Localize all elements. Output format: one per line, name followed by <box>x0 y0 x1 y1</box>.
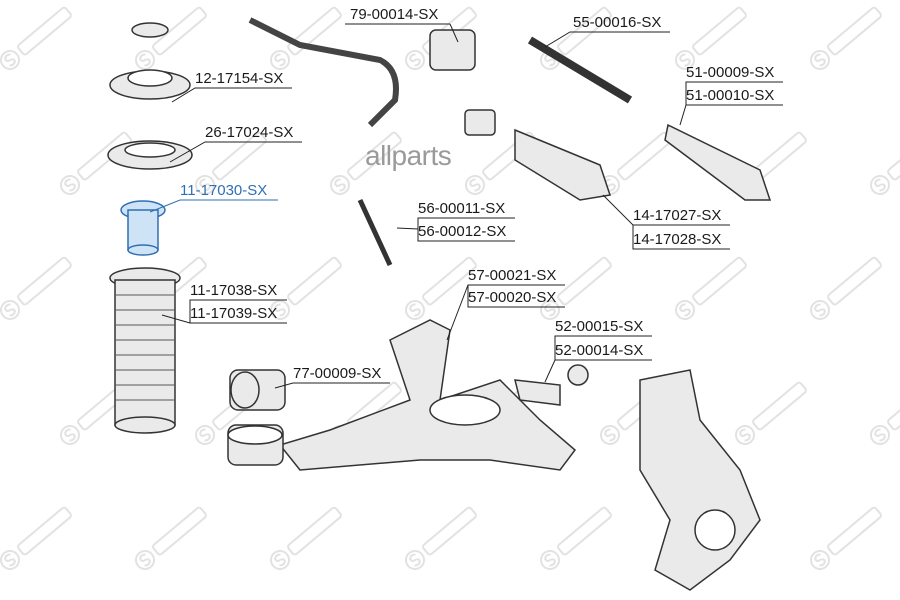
part-label-52-00015[interactable]: 52-00015-SX <box>555 318 644 335</box>
steering-boot-part <box>514 128 611 201</box>
part-label-55-00016[interactable]: 55-00016-SX <box>573 14 662 31</box>
bump-stop-part <box>120 200 166 256</box>
stellox-logo-stamp <box>405 256 477 320</box>
stellox-logo-stamp <box>270 506 342 570</box>
allparts-watermark: allparts <box>365 140 452 171</box>
washer-part <box>131 22 169 38</box>
part-label-56-00012[interactable]: 56-00012-SX <box>418 223 507 240</box>
stellox-logo-stamp <box>0 506 72 570</box>
stellox-logo-stamp <box>60 131 132 195</box>
dust-boot-part <box>109 267 181 434</box>
part-label-14-17028[interactable]: 14-17028-SX <box>633 231 722 248</box>
part-label-51-00010[interactable]: 51-00010-SX <box>686 87 775 104</box>
stellox-logo-stamp <box>810 506 882 570</box>
ball-joint-part <box>514 364 589 406</box>
part-label-11-17030-highlighted[interactable]: 11-17030-SX <box>180 182 268 199</box>
part-label-51-00009[interactable]: 51-00009-SX <box>686 64 775 81</box>
stellox-logo-stamp <box>135 6 207 70</box>
stabilizer-bushing-part <box>429 29 476 71</box>
tie-rod-part <box>527 36 633 104</box>
stellox-logo-stamp <box>195 131 267 195</box>
stellox-logo-stamp <box>330 131 402 195</box>
stellox-logo-stamp <box>540 506 612 570</box>
stellox-logo-stamp <box>675 256 747 320</box>
stellox-logo-stamp <box>135 506 207 570</box>
stellox-logo-stamp <box>810 6 882 70</box>
steering-knuckle-part <box>639 369 761 591</box>
bushing-large-part <box>227 424 284 466</box>
part-label-12-17154[interactable]: 12-17154-SX <box>195 70 284 87</box>
leader-lines <box>149 23 783 389</box>
stellox-logo-stamp <box>405 506 477 570</box>
control-arm-part <box>278 319 577 471</box>
part-label-11-17038[interactable]: 11-17038-SX <box>190 282 278 299</box>
stellox-logo-stamp <box>735 381 807 445</box>
stellox-logo-stamp <box>870 131 900 195</box>
stellox-logo-stamp <box>465 131 537 195</box>
stabilizer-link-part <box>357 198 393 267</box>
stellox-logo-stamp <box>0 256 72 320</box>
bushing-part <box>229 369 286 411</box>
part-label-57-00021[interactable]: 57-00021-SX <box>468 267 557 284</box>
part-label-77-00009[interactable]: 77-00009-SX <box>293 365 382 382</box>
stellox-logo-stamp <box>675 6 747 70</box>
tie-rod-end-part <box>664 123 772 201</box>
part-label-79-00014[interactable]: 79-00014-SX <box>350 6 439 23</box>
stellox-logo-stamp <box>270 256 342 320</box>
part-label-56-00011[interactable]: 56-00011-SX <box>418 200 506 217</box>
part-label-11-17039[interactable]: 11-17039-SX <box>190 305 278 322</box>
stellox-logo-stamp <box>810 256 882 320</box>
stellox-logo-stamp <box>870 381 900 445</box>
part-label-14-17027[interactable]: 14-17027-SX <box>633 207 722 224</box>
stellox-logo-stamp <box>270 6 342 70</box>
part-label-26-17024[interactable]: 26-17024-SX <box>205 124 294 141</box>
stellox-logo-stamp <box>0 6 72 70</box>
part-label-52-00014[interactable]: 52-00014-SX <box>555 342 644 359</box>
part-label-57-00020[interactable]: 57-00020-SX <box>468 289 557 306</box>
stabilizer-bar-part <box>248 17 399 128</box>
